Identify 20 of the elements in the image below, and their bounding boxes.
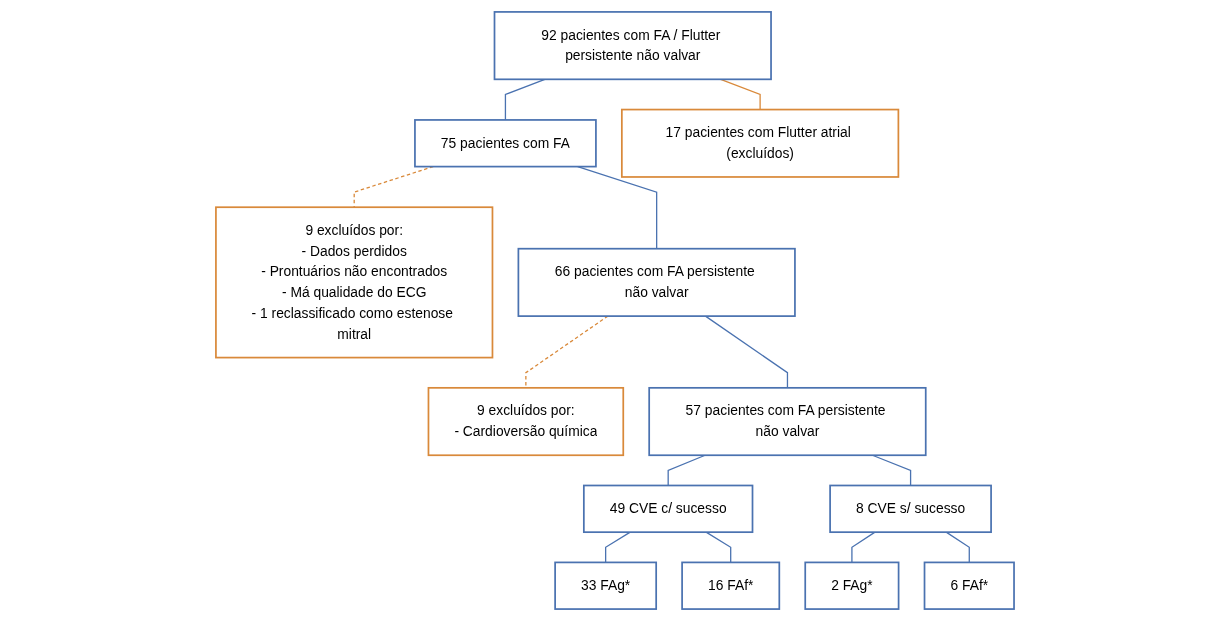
connector	[851, 531, 876, 564]
node-box: 16 FAf*	[681, 561, 781, 610]
node-box: 75 pacientes com FA	[414, 119, 597, 168]
connector	[704, 315, 789, 389]
node-box: 57 pacientes com FA persistente não valvar	[648, 386, 927, 457]
node-box: 17 pacientes com Flutter atrial (excluídos)	[621, 108, 900, 178]
connector	[705, 531, 732, 564]
node-box: 92 pacientes com FA / Flutter persistente não valvar	[493, 11, 772, 81]
connector	[577, 165, 658, 250]
connector	[605, 531, 631, 564]
node-box: 9 excluídos por: - Dados perdidos - Prontuários não encontrados - Má qualidade do ECG - 1 reclassificado como estenose mitral	[215, 206, 494, 359]
connector	[720, 78, 761, 111]
node-box: 49 CVE c/ sucesso	[583, 484, 754, 534]
node-box: 9 excluídos por: - Cardioversão química	[427, 386, 625, 457]
node-box: 33 FAg*	[554, 561, 658, 610]
node-box: 2 FAg*	[804, 561, 900, 610]
connector	[945, 531, 970, 564]
node-box: 6 FAf*	[923, 561, 1015, 610]
node-box: 66 pacientes com FA persistente não valvar	[517, 247, 796, 317]
node-box: 8 CVE s/ sucesso	[829, 484, 992, 534]
